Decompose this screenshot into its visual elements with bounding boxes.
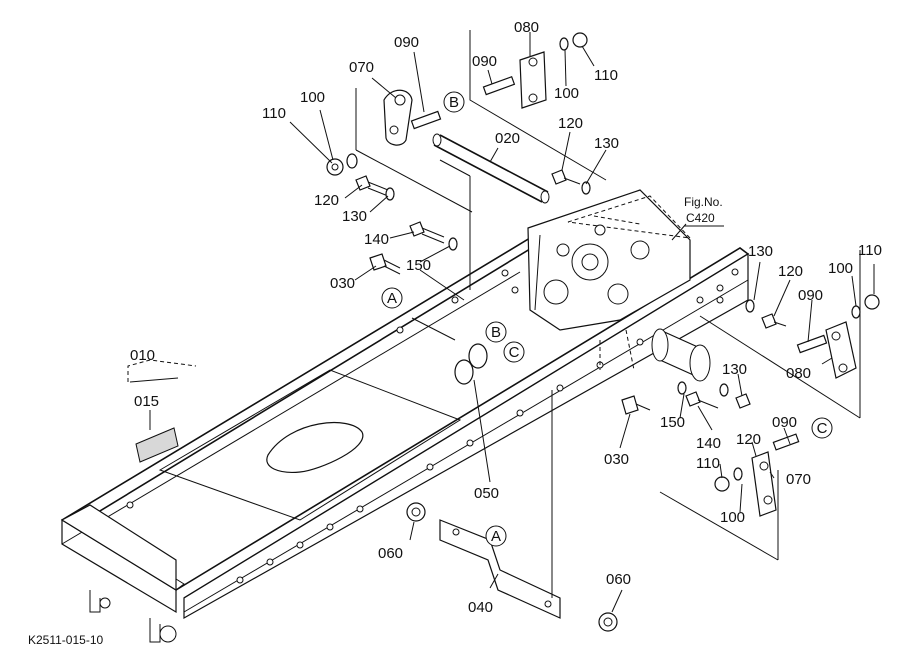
label-100-lower: 100 xyxy=(720,509,745,526)
label-130-right: 130 xyxy=(748,243,773,260)
callout-b-mid-label: B xyxy=(491,324,501,341)
pin-090-left xyxy=(410,110,442,130)
label-120-left: 120 xyxy=(314,192,339,209)
label-130-mid: 130 xyxy=(722,361,747,378)
label-130-top: 130 xyxy=(594,135,619,152)
label-070-right: 070 xyxy=(786,471,811,488)
label-060-bottom: 060 xyxy=(606,571,631,588)
bolt-030-left xyxy=(369,253,401,275)
bushing-050 xyxy=(454,343,488,385)
left-bracket-070 xyxy=(383,89,413,146)
label-120-right: 120 xyxy=(778,263,803,280)
callout-a-left-label: A xyxy=(387,290,397,307)
callout-circles xyxy=(381,91,833,547)
label-070-left: 070 xyxy=(349,59,374,76)
label-010: 010 xyxy=(130,347,155,364)
label-110-left: 110 xyxy=(262,105,286,122)
bolt-140-left xyxy=(409,221,458,251)
part-labels: B A B C A C 090 070 100 110 120 130 140 … xyxy=(28,19,882,647)
collar-060 xyxy=(406,502,618,632)
label-090-lower: 090 xyxy=(772,414,797,431)
label-100-right: 100 xyxy=(828,260,853,277)
decal-015 xyxy=(135,427,179,463)
right-bracket-080 xyxy=(745,294,880,379)
leader-lines xyxy=(127,30,875,613)
lower-right-bracket-070 xyxy=(714,433,800,517)
callout-c-mid xyxy=(503,341,525,363)
transmission-housing xyxy=(527,189,692,331)
callout-c-right-label: C xyxy=(817,420,828,437)
label-150-right: 150 xyxy=(660,414,685,431)
reference-line2: C420 xyxy=(686,211,715,225)
label-110-top: 110 xyxy=(594,67,618,84)
label-090-top: 090 xyxy=(472,53,497,70)
callout-b-top-label: B xyxy=(449,94,459,111)
rail-holes xyxy=(236,268,739,584)
label-015: 015 xyxy=(134,393,159,410)
label-020: 020 xyxy=(495,130,520,147)
main-frame xyxy=(60,231,750,643)
label-130-left: 130 xyxy=(342,208,367,225)
label-030-left: 030 xyxy=(330,275,355,292)
label-060-mid: 060 xyxy=(378,545,403,562)
label-110-right: 110 xyxy=(858,242,882,259)
callout-b-top xyxy=(443,91,465,113)
callout-a-left xyxy=(381,287,403,309)
bracket-040 xyxy=(439,519,561,619)
label-080-top: 080 xyxy=(514,19,539,36)
label-030-right: 030 xyxy=(604,451,629,468)
label-120-lower: 120 xyxy=(736,431,761,448)
label-140-left: 140 xyxy=(364,231,389,248)
label-110-lower: 110 xyxy=(696,455,720,472)
label-120-top: 120 xyxy=(558,115,583,132)
callout-a-bottom xyxy=(485,525,507,547)
front-legs xyxy=(89,590,177,643)
callout-a-bottom-label: A xyxy=(491,528,501,545)
right-mid-bolts xyxy=(621,381,751,415)
floor-cutout xyxy=(266,422,364,473)
callout-b-mid xyxy=(485,321,507,343)
callout-c-mid-label: C xyxy=(509,344,520,361)
callout-c-right xyxy=(811,417,833,439)
label-050: 050 xyxy=(474,485,499,502)
label-090-left: 090 xyxy=(394,34,419,51)
label-100-left: 100 xyxy=(300,89,325,106)
label-080-right: 080 xyxy=(786,365,811,382)
label-090-right: 090 xyxy=(798,287,823,304)
figure-id: K2511-015-10 xyxy=(28,633,103,647)
top-bracket-080 xyxy=(482,32,591,195)
cylinder-part xyxy=(651,328,711,382)
label-100-top: 100 xyxy=(554,85,579,102)
label-040: 040 xyxy=(468,599,493,616)
washers-left xyxy=(326,153,358,176)
label-140-right: 140 xyxy=(696,435,721,452)
reference-line1: Fig.No. xyxy=(684,195,723,209)
left-rail-holes xyxy=(96,269,519,524)
label-150-left: 150 xyxy=(406,257,431,274)
shaft-020 xyxy=(432,133,550,204)
